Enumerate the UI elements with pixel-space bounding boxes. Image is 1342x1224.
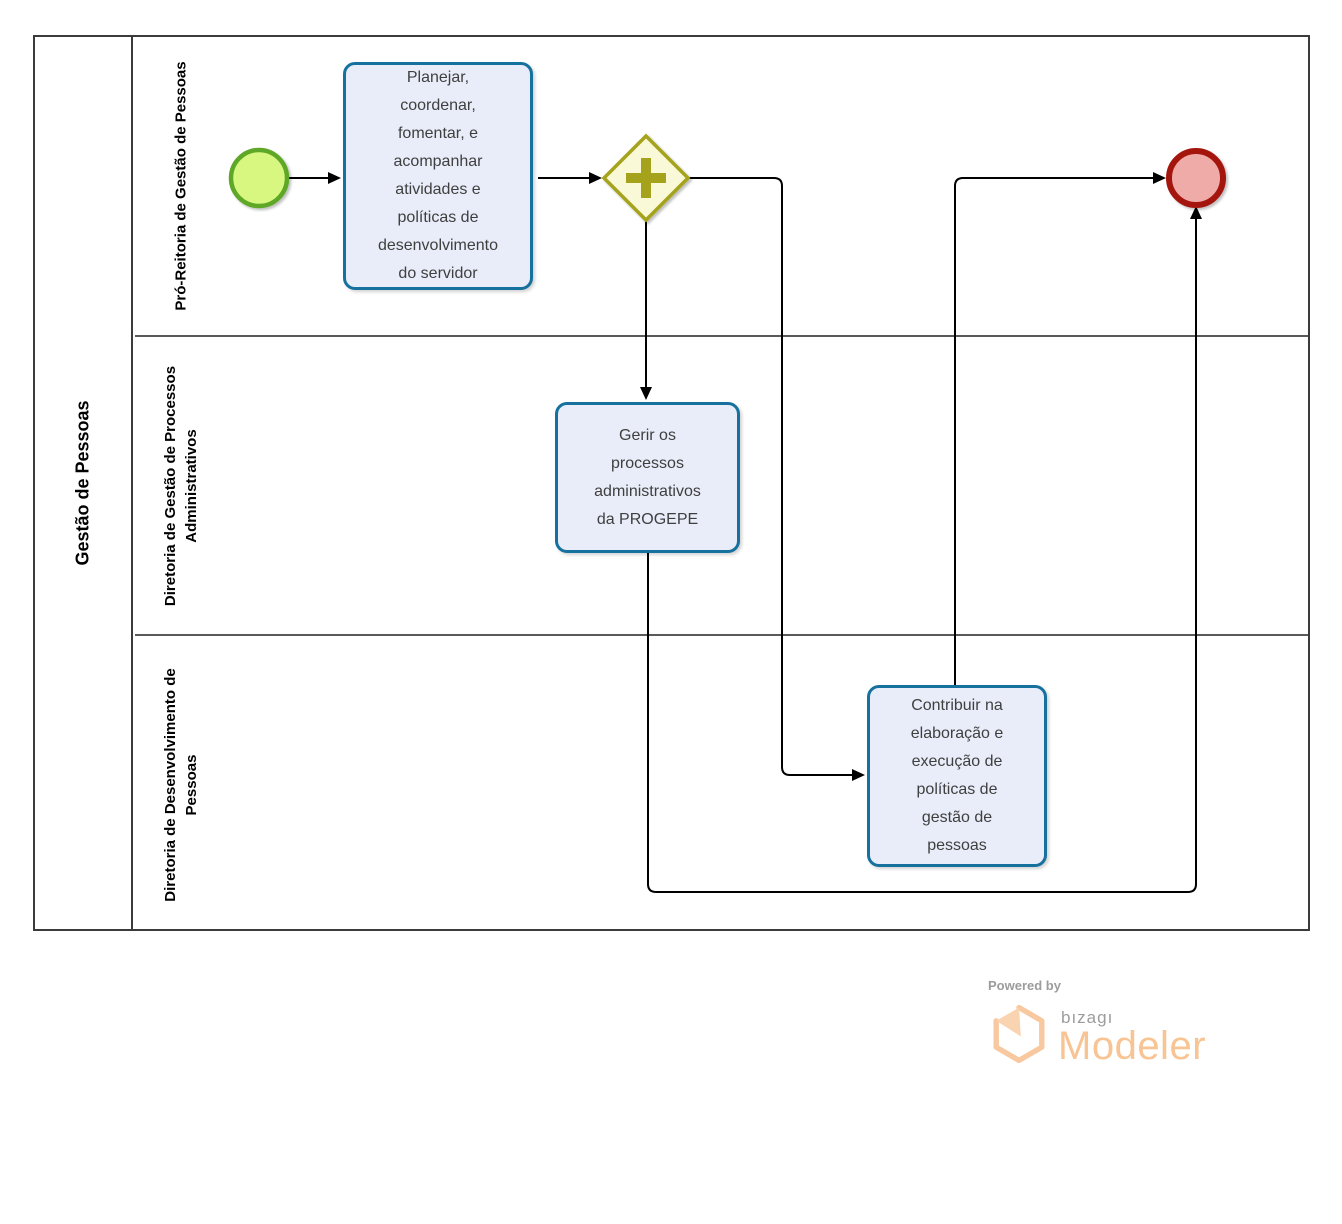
- powered-by-text: Powered by: [988, 978, 1061, 993]
- task-planejar[interactable]: Planejar, coordenar, fomentar, e acompan…: [343, 62, 533, 290]
- flow-gateway-to-gerir[interactable]: [640, 220, 652, 400]
- flow-contribuir-to-end[interactable]: [954, 172, 1166, 685]
- task-gerir[interactable]: Gerir os processos administrativos da PR…: [555, 402, 740, 553]
- end-event[interactable]: [1166, 148, 1226, 208]
- flow-gateway-to-contribuir[interactable]: [688, 177, 865, 781]
- plus-icon: [626, 158, 666, 198]
- flow-start-to-planejar[interactable]: [289, 172, 341, 184]
- bizagi-modeler-logo: Powered by bızagı Modeler: [985, 978, 1255, 1078]
- modeler-wordmark: Modeler: [1058, 1024, 1207, 1068]
- task-label: Planejar, coordenar, fomentar, e acompan…: [377, 69, 499, 282]
- pool-header: Gestão de Pessoas: [35, 37, 133, 929]
- flow-gerir-to-end[interactable]: [647, 206, 1202, 893]
- task-contribuir[interactable]: Contribuir na elaboração e execução de p…: [867, 685, 1047, 867]
- bizagi-wordmark: bızagı: [1061, 1008, 1114, 1027]
- lane-diretoria-processos: Diretoria de Gestão de Processos Adminis…: [135, 335, 1308, 634]
- lane-diretoria-desenvolvimento: Diretoria de Desenvolvimento de Pessoas: [135, 634, 1308, 933]
- lanes-container: Pró-Reitoria de Gestão de Pessoas Direto…: [135, 37, 1308, 929]
- parallel-gateway[interactable]: [601, 133, 691, 223]
- task-label: Gerir os processos administrativos da PR…: [594, 426, 701, 528]
- start-event[interactable]: [228, 147, 290, 209]
- bizagi-hexagon-icon: [993, 1004, 1045, 1064]
- flow-planejar-to-gateway[interactable]: [538, 172, 602, 184]
- task-label: Contribuir na elaboração e execução de p…: [910, 697, 1004, 854]
